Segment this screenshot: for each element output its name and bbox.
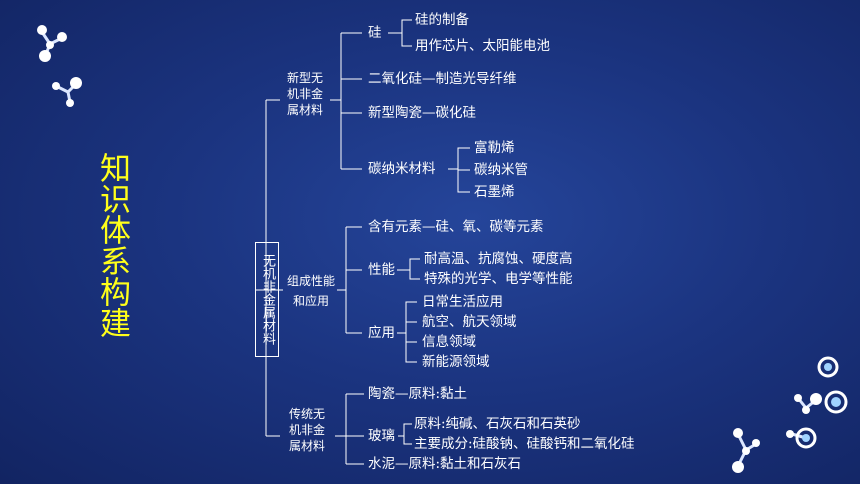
leaf-performance-1: 耐高温、抗腐蚀、硬度高	[424, 251, 573, 267]
molecule-icon	[794, 393, 822, 414]
node-sio2: 二氧化硅—制造光导纤维	[368, 71, 517, 87]
molecule-icon	[37, 25, 67, 62]
node-application: 应用	[368, 325, 395, 341]
molecule-icon	[52, 77, 82, 107]
leaf-performance-2: 特殊的光学、电学等性能	[424, 271, 573, 287]
leaf-graphene: 石墨烯	[474, 184, 515, 200]
node-performance: 性能	[368, 262, 395, 278]
node-elements: 含有元素—硅、氧、碳等元素	[368, 219, 544, 235]
ring-icon	[817, 356, 839, 378]
leaf-fullerene: 富勒烯	[474, 140, 515, 156]
root-node: 无机非金属材料	[255, 242, 279, 357]
leaf-application-1: 日常生活应用	[422, 294, 503, 310]
leaf-silicon-use: 用作芯片、太阳能电池	[415, 38, 550, 54]
branch-new-materials: 新型无 机非金 属材料	[286, 71, 323, 117]
leaf-glass-raw: 原料:纯碱、石灰石和石英砂	[414, 416, 581, 432]
node-silicon: 硅	[368, 25, 382, 41]
node-carbon-nano: 碳纳米材料	[368, 161, 436, 177]
node-new-ceramics: 新型陶瓷—碳化硅	[368, 105, 476, 121]
ring-icon	[824, 390, 848, 414]
node-glass: 玻璃	[368, 428, 395, 444]
molecule-icon	[732, 427, 817, 473]
leaf-nanotube: 碳纳米管	[474, 162, 528, 178]
leaf-application-3: 信息领域	[422, 334, 476, 350]
page-title: 知识体系构建	[94, 152, 130, 338]
branch-composition: 组成性能 和应用	[286, 274, 335, 308]
leaf-application-2: 航空、航天领域	[422, 314, 517, 330]
node-ceramic: 陶瓷—原料:黏土	[368, 386, 468, 402]
node-cement: 水泥—原料:黏土和石灰石	[368, 456, 522, 472]
leaf-application-4: 新能源领域	[422, 354, 490, 370]
branch-traditional: 传统无 机非金 属材料	[288, 407, 325, 453]
leaf-silicon-prep: 硅的制备	[415, 12, 469, 28]
leaf-glass-composition: 主要成分:硅酸钠、硅酸钙和二氧化硅	[414, 436, 635, 452]
